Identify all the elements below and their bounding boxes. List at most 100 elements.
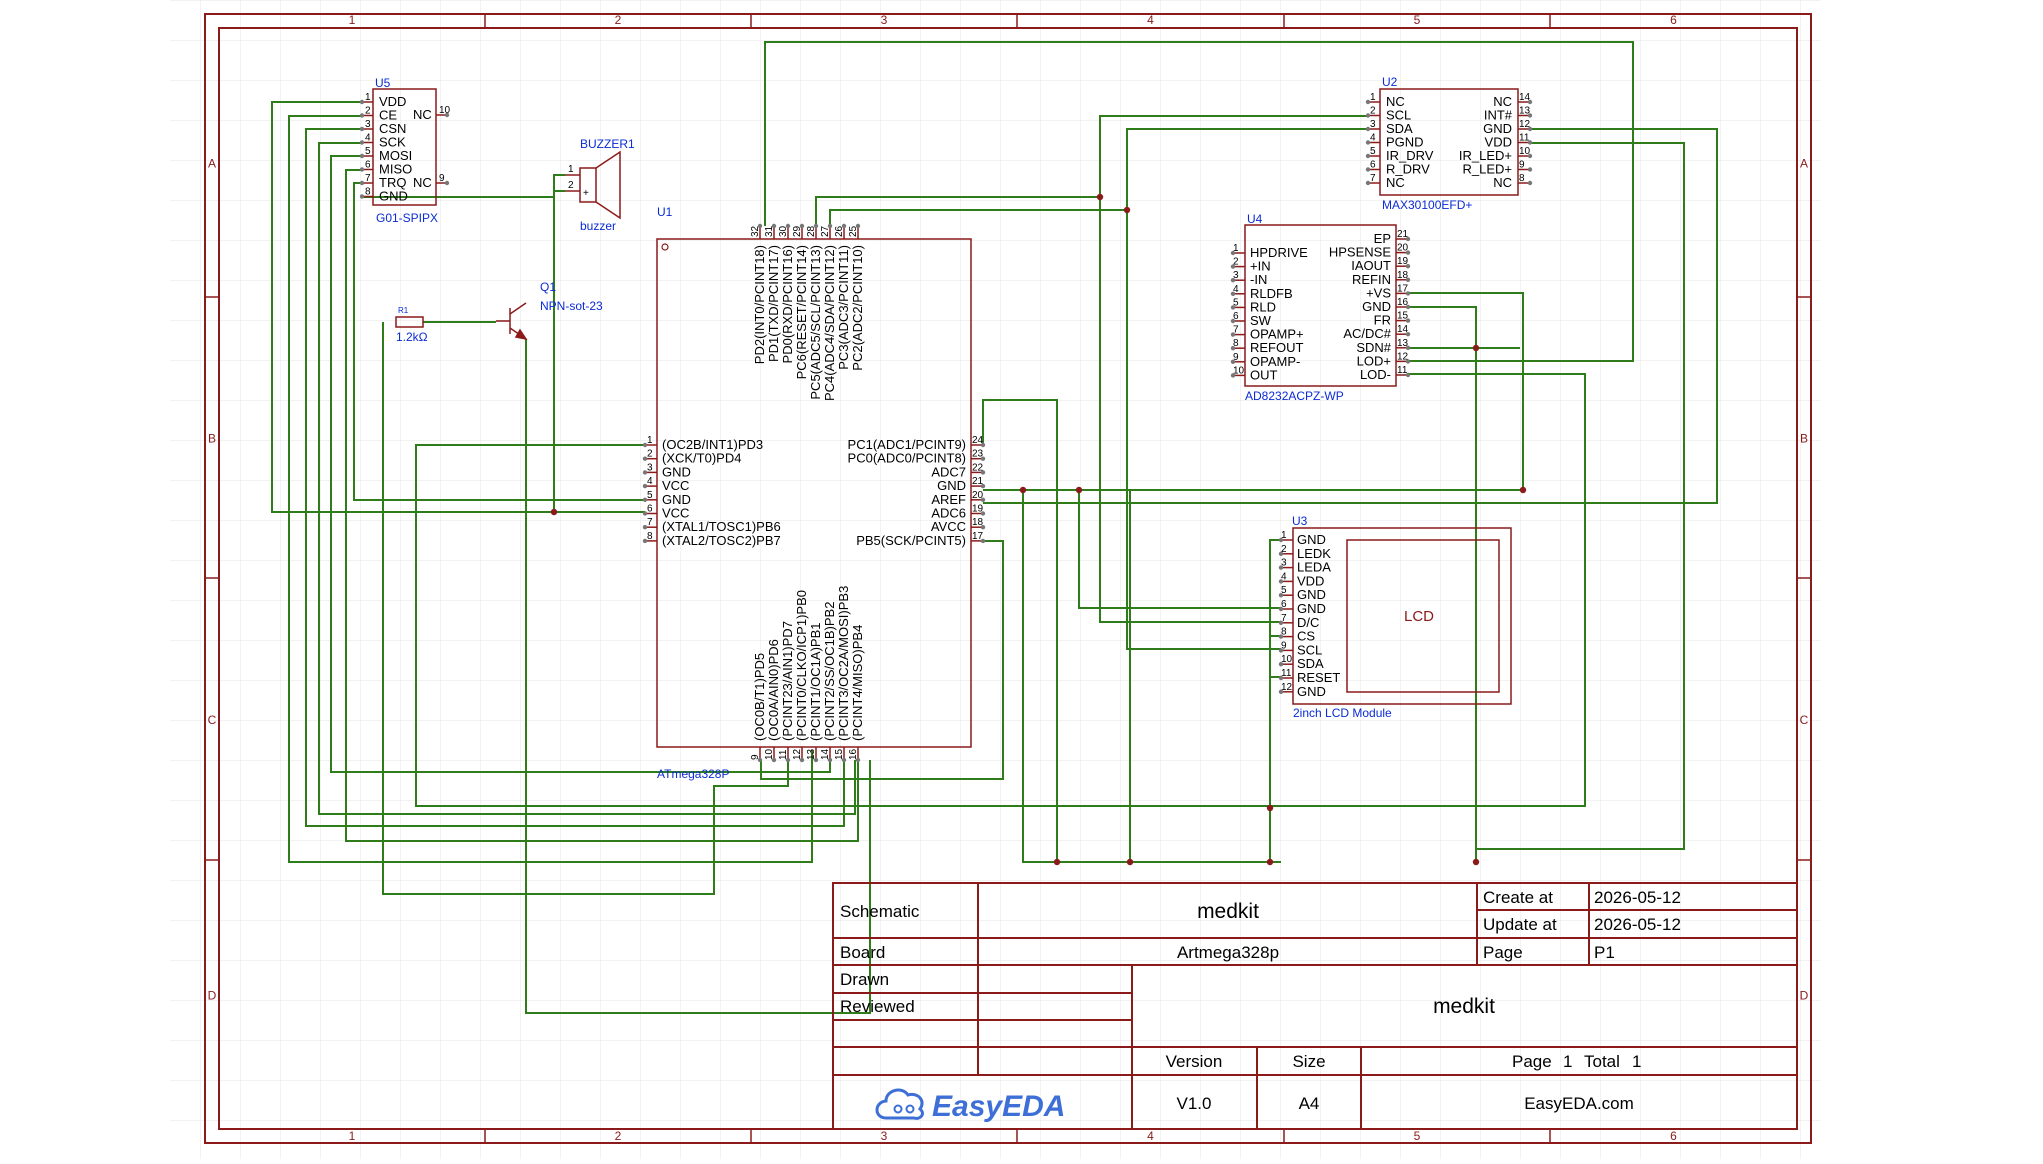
wire-3 xyxy=(305,128,845,827)
u2-left-label: SCL xyxy=(1386,108,1411,123)
u1-top-pin-27-end xyxy=(827,223,833,229)
r1-resistor[interactable]: R1 1.2kΩ xyxy=(395,306,428,344)
u4-right-pin-12-end xyxy=(1405,359,1411,364)
q1-transistor[interactable]: Q1 NPN-sot-23 xyxy=(496,280,603,341)
u4-right-num: 20 xyxy=(1397,243,1409,254)
u3-pin-label: LEDK xyxy=(1297,546,1331,561)
u4-left-pin-2-end xyxy=(1230,264,1236,269)
u3-pin-11-end xyxy=(1278,675,1284,681)
u4-right-pin-13-end xyxy=(1405,345,1411,350)
u4-left-pin-1-end xyxy=(1230,250,1236,256)
u2-max30100[interactable]: U2 MAX30100EFD+ NC1SCL2SDA3PGND4IR_DRV5R… xyxy=(1365,75,1533,212)
zone-row-right-D: D xyxy=(1800,989,1809,1003)
u1-left-label: (XTAL2/TOSC2)PB7 xyxy=(662,533,781,548)
u1-left-pin-7-end xyxy=(642,525,648,530)
u5-pin-8-end xyxy=(359,194,365,199)
u3-lcd-module[interactable]: LCD U3 2inch LCD Module GND1LEDK2LEDA3VD… xyxy=(1278,514,1512,720)
tb-size-value: A4 xyxy=(1299,1094,1320,1113)
tb-drawn-label: Drawn xyxy=(840,970,889,989)
u3-pin-num: 1 xyxy=(1281,530,1287,541)
u3-pin-label: GND xyxy=(1297,601,1326,616)
zone-row-right-A: A xyxy=(1800,157,1808,171)
u1-right-pin-22-end xyxy=(980,470,986,475)
u4-right-label: LOD+ xyxy=(1357,353,1391,368)
wire-4 xyxy=(318,142,856,815)
buzzer-value: buzzer xyxy=(580,219,616,233)
u5-right-label: NC xyxy=(413,107,432,122)
u4-left-num: 8 xyxy=(1233,338,1239,349)
u2-left-num: 6 xyxy=(1370,160,1376,171)
junction-5 xyxy=(1075,486,1083,494)
easyeda-logo: EasyEDA xyxy=(875,1088,1065,1123)
zone-col-top-3: 3 xyxy=(881,13,888,27)
junction-10 xyxy=(1053,858,1061,866)
u4-right-num: 21 xyxy=(1397,229,1409,240)
u1-left-num: 6 xyxy=(647,504,653,515)
u4-right-num: 19 xyxy=(1397,256,1409,267)
wire-2 xyxy=(288,115,813,863)
u2-right-pin-14-end xyxy=(1527,99,1533,105)
u4-right-label: LOD- xyxy=(1360,367,1391,382)
u1-bottom-label: (OC0A/AIN0)PD6 xyxy=(766,639,781,741)
u1-bottom-pin-13-end xyxy=(813,757,819,763)
buzzer1[interactable]: 1 2 + BUZZER1 buzzer xyxy=(565,137,635,233)
u3-pin-label: LEDA xyxy=(1297,560,1331,575)
easyeda-logo-text: EasyEDA xyxy=(932,1090,1065,1123)
u5-pin-label: GND xyxy=(379,189,408,204)
wire-6 xyxy=(345,169,859,842)
u1-left-num: 5 xyxy=(647,490,653,501)
tb-page-value: P1 xyxy=(1594,943,1615,962)
wire-18 xyxy=(760,540,1004,780)
u4-ad8232[interactable]: U4 AD8232ACPZ-WP HPDRIVE1+IN2-IN3RLDFB4R… xyxy=(1230,212,1411,403)
junction-9 xyxy=(1472,858,1480,866)
u1-right-num: 24 xyxy=(972,435,984,446)
u2-right-pin-10-end xyxy=(1527,153,1533,159)
u1-left-num: 2 xyxy=(647,449,653,460)
u2-right-pin-8-end xyxy=(1527,180,1533,186)
u3-pin-5-end xyxy=(1278,593,1284,598)
u5-pin-num: 6 xyxy=(365,160,371,171)
r1-designator: R1 xyxy=(398,306,409,315)
u2-left-label: IR_DRV xyxy=(1386,148,1434,163)
u1-bottom-num: 9 xyxy=(750,754,761,760)
u5-pin-1-end xyxy=(359,99,365,105)
wire-25 xyxy=(983,128,1718,504)
u1-bottom-label: (PCINT4/MISO)PB4 xyxy=(850,625,865,741)
u3-pin-label: SCL xyxy=(1297,642,1322,657)
u3-pin-num: 2 xyxy=(1281,544,1287,555)
wire-15 xyxy=(525,339,871,1014)
u3-pin-label: CS xyxy=(1297,629,1315,644)
u4-left-label: HPDRIVE xyxy=(1250,245,1308,260)
u5-pin-label: SCK xyxy=(379,135,406,150)
u1-right-pin-19-end xyxy=(980,511,986,516)
zone-row-left-C: C xyxy=(208,713,217,727)
zone-col-bottom-1: 1 xyxy=(349,1129,356,1143)
u1-top-pin-32-end xyxy=(757,223,763,229)
u3-pin-num: 3 xyxy=(1281,558,1287,569)
u1-bottom-label: (PCINT2/SS/OC1B)PB2 xyxy=(822,602,837,741)
u4-right-num: 15 xyxy=(1397,311,1409,322)
lcd-screen-label: LCD xyxy=(1404,608,1434,625)
u1-top-num: 29 xyxy=(792,225,803,237)
u4-left-num: 3 xyxy=(1233,270,1239,281)
u3-pin-label: GND xyxy=(1297,532,1326,547)
u1-bottom-label: (PCINT3/OC2A/MOSI)PB3 xyxy=(836,586,851,741)
u1-atmega328p[interactable]: U1 ATmega328P 32PD2(INT0/PCINT18)31PD1(T… xyxy=(642,205,986,781)
u5-nrf-module[interactable]: U5 G01-SPIPX VDD1CE2CSN3SCK4MOSI5MISO6TR… xyxy=(359,76,451,225)
u1-top-label: PC6(RESET/PCINT14) xyxy=(794,245,809,379)
tb-create-value: 2026-05-12 xyxy=(1594,888,1681,907)
u2-right-label: GND xyxy=(1483,121,1512,136)
u2-right-label: NC xyxy=(1493,94,1512,109)
u1-left-label: VCC xyxy=(662,478,689,493)
u2-left-pin-4-end xyxy=(1365,140,1371,145)
u4-right-pin-15-end xyxy=(1405,318,1411,323)
u2-value: MAX30100EFD+ xyxy=(1382,198,1472,212)
u5-pin-2-end xyxy=(359,113,365,118)
zone-row-left-B: B xyxy=(208,432,216,446)
junctions xyxy=(550,193,1527,866)
u3-pin-10-end xyxy=(1278,662,1284,667)
u1-bottom-label: (PCINT1/OC1A)PB1 xyxy=(808,623,823,741)
